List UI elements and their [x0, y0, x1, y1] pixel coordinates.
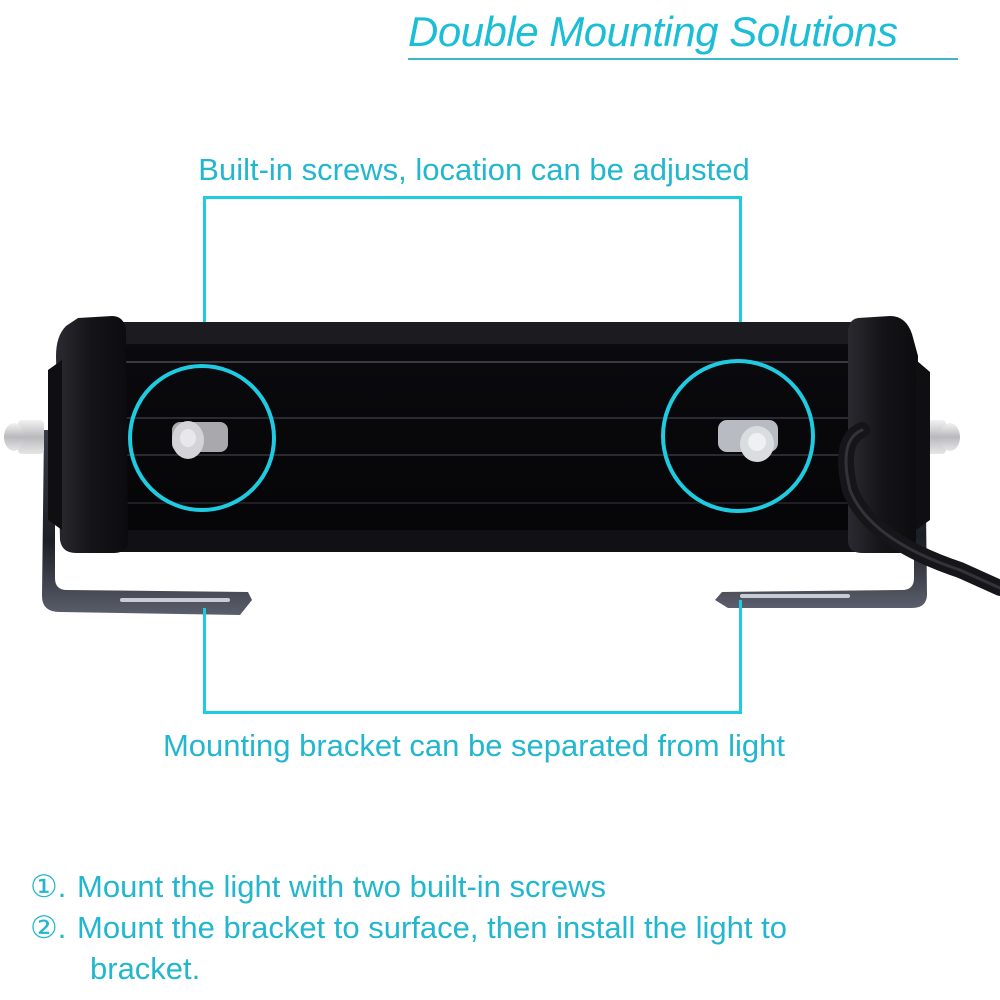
- left-screw-highlight-circle: [128, 364, 276, 512]
- connector-top-right-vertical: [739, 196, 742, 366]
- connector-bottom-right-vertical: [739, 600, 742, 714]
- step-number: ②.: [30, 910, 67, 945]
- connector-top-left-vertical: [203, 196, 206, 366]
- right-screw-highlight-circle: [661, 359, 815, 513]
- callout-built-in-screws: Built-in screws, location can be adjuste…: [198, 152, 750, 187]
- connector-top-horizontal: [203, 196, 742, 199]
- page-title: Double Mounting Solutions: [408, 8, 898, 55]
- step-2: ②. Mount the bracket to surface, then in…: [30, 907, 980, 948]
- connector-bottom-left-vertical: [203, 608, 206, 714]
- right-built-in-screw: [718, 420, 778, 462]
- connector-bottom-horizontal: [203, 711, 742, 714]
- step-text: bracket.: [90, 951, 201, 986]
- step-2-continued: bracket.: [30, 948, 980, 989]
- left-mounting-bracket: [42, 430, 252, 615]
- left-end-bolt: [4, 420, 44, 454]
- left-built-in-screw: [172, 421, 228, 459]
- callout-separable-bracket: Mounting bracket can be separated from l…: [162, 728, 786, 763]
- right-end-cap: [848, 316, 918, 553]
- step-text: Mount the light with two built-in screws: [77, 869, 606, 904]
- right-mounting-bracket: [715, 430, 927, 608]
- left-end-cap: [56, 316, 128, 553]
- instruction-steps: ①. Mount the light with two built-in scr…: [30, 866, 980, 989]
- title-underline: [408, 58, 958, 60]
- step-text: Mount the bracket to surface, then insta…: [77, 910, 787, 945]
- step-number: ①.: [30, 869, 67, 904]
- step-1: ①. Mount the light with two built-in scr…: [30, 866, 980, 907]
